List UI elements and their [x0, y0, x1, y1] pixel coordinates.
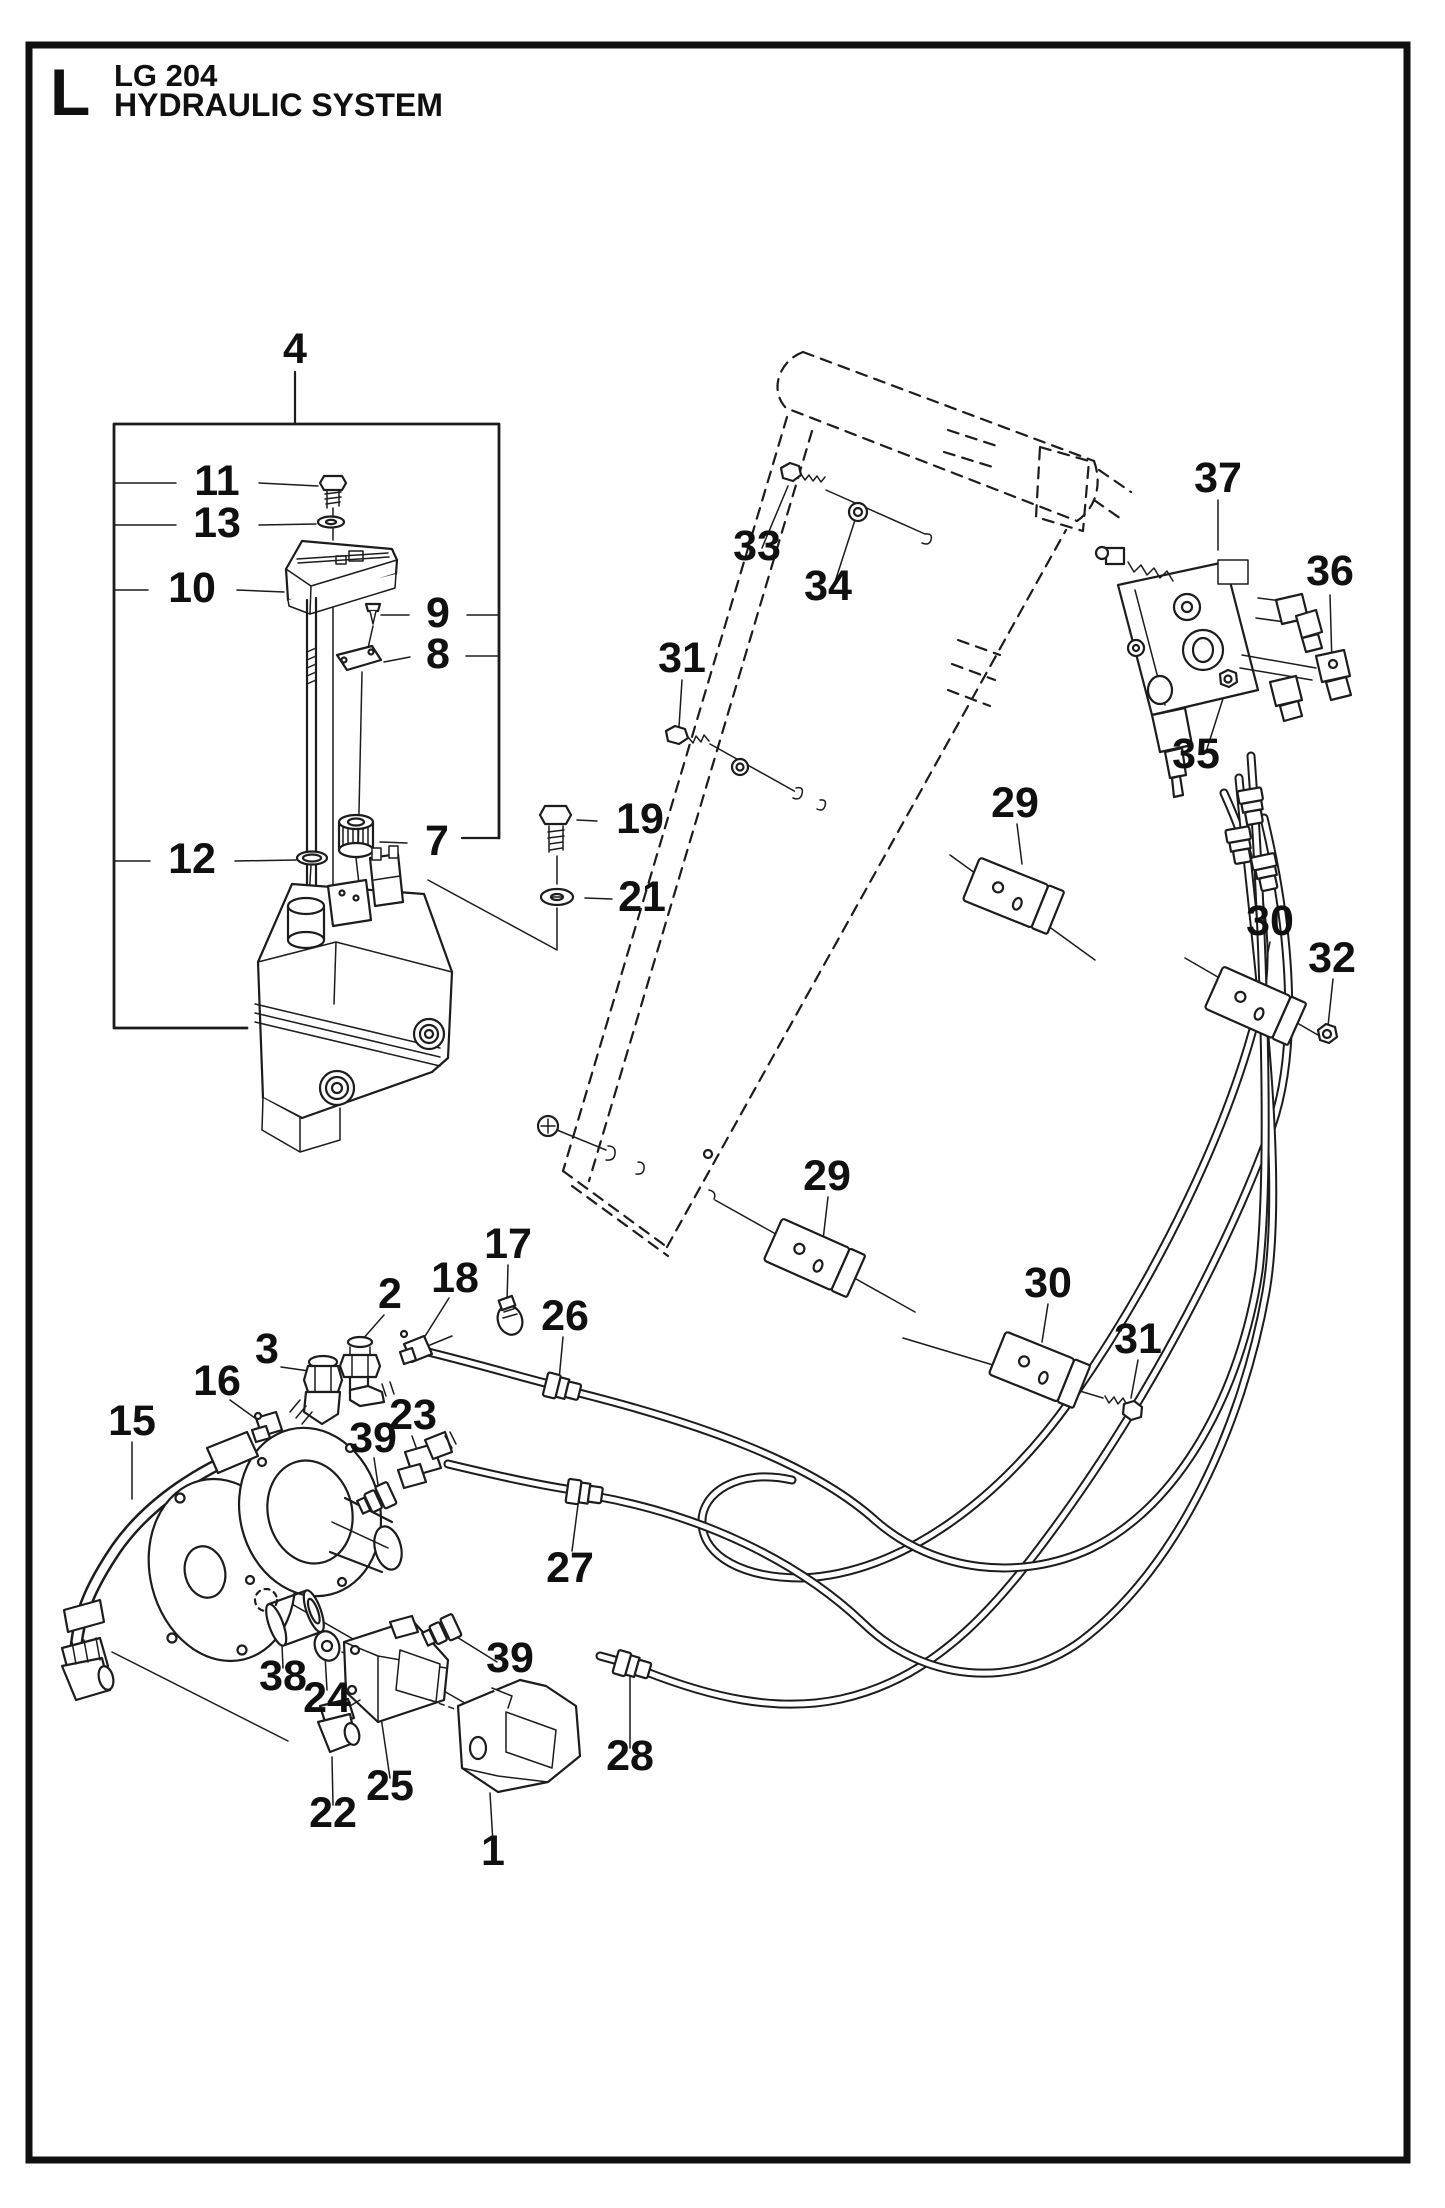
coupling-28	[611, 1648, 654, 1684]
lever-handle-10	[284, 539, 399, 615]
nut-32	[1316, 1022, 1339, 1045]
callout-label-28: 28	[606, 1732, 654, 1780]
callout-label-11: 11	[194, 457, 239, 505]
elbow-22	[316, 1697, 361, 1754]
leader-lines	[111, 482, 1334, 1844]
union-2	[338, 1335, 395, 1408]
hose-28	[595, 813, 1294, 1709]
filter-7	[337, 813, 375, 885]
valve-bracket	[1239, 597, 1317, 681]
panel-screw-and-clips	[536, 1114, 716, 1200]
tank-body	[254, 845, 454, 1153]
header: L LG 204 HYDRAULIC SYSTEM	[50, 55, 443, 129]
callout-label-15: 15	[108, 1397, 156, 1445]
callout-label-13: 13	[193, 499, 241, 547]
coupling-27	[564, 1477, 605, 1509]
callout-label-30: 30	[1024, 1259, 1072, 1307]
elbow-fitting-lower	[1268, 674, 1304, 723]
callout-label-29: 29	[803, 1152, 851, 1200]
callout-label-25: 25	[366, 1762, 414, 1810]
model-label: LG 204	[114, 58, 218, 93]
callout-label-3: 3	[255, 1325, 279, 1373]
pump-assembly	[60, 1426, 582, 1794]
hose-15-end	[60, 1430, 260, 1702]
lever-tank-assembly	[254, 474, 454, 1153]
callout-label-37: 37	[1194, 454, 1242, 502]
page-title: HYDRAULIC SYSTEM	[114, 87, 443, 123]
elbow-3	[289, 1354, 344, 1426]
bolt-11	[318, 474, 348, 509]
cover-1	[456, 1678, 582, 1794]
axis-25-to-1	[429, 1699, 475, 1717]
callout-label-33: 33	[733, 522, 781, 570]
callout-label-16: 16	[193, 1357, 241, 1405]
elbow-fitting-upper	[1274, 592, 1324, 654]
callout-label-7: 7	[425, 817, 449, 865]
callout-label-35: 35	[1172, 730, 1220, 778]
callout-label-10: 10	[168, 564, 216, 612]
callout-label-36: 36	[1306, 547, 1354, 595]
bolt-33	[779, 461, 803, 483]
pump-top-fittings	[250, 1294, 524, 1444]
clamp-29a	[961, 856, 1066, 936]
washer-21	[539, 887, 575, 907]
bolt-31b	[1104, 1395, 1144, 1422]
callout-label-1: 1	[481, 1827, 505, 1875]
callout-label-29: 29	[991, 779, 1039, 827]
callout-label-31: 31	[1114, 1315, 1162, 1363]
callout-label-38: 38	[259, 1652, 307, 1700]
valve-block-25	[342, 1614, 450, 1724]
clamp-16	[250, 1410, 284, 1444]
valve-spring	[1094, 545, 1174, 582]
bolt-19	[538, 804, 573, 853]
callout-label-26: 26	[541, 1292, 589, 1340]
callout-label-19: 19	[616, 795, 664, 843]
callout-label-8: 8	[426, 630, 450, 678]
bushing-38	[253, 1587, 325, 1647]
bolt-33-washer-34	[779, 461, 933, 545]
callout-label-21: 21	[618, 873, 666, 921]
callout-label-2: 2	[378, 1270, 402, 1318]
hose-27	[443, 773, 1278, 1678]
bolt-31a	[664, 724, 827, 811]
callout-layer: 4111310987121921333431373635293032293031…	[108, 325, 1356, 1875]
callout-label-24: 24	[303, 1674, 351, 1722]
hose-15-sleeve	[205, 1430, 260, 1475]
callout-label-27: 27	[546, 1544, 594, 1592]
nut-35	[1218, 668, 1239, 689]
coupling-26	[541, 1371, 584, 1406]
bolt-19-washer-21	[538, 804, 575, 907]
steering-column-panel-dashed	[561, 350, 1133, 1258]
screw-9	[364, 602, 382, 649]
callout-label-23: 23	[389, 1391, 437, 1439]
callout-label-32: 32	[1308, 934, 1356, 982]
clamp-18	[398, 1329, 453, 1366]
front-hub-flange	[237, 1426, 403, 1598]
hose-clamps	[762, 856, 1339, 1422]
elbow-fitting-36	[1314, 648, 1353, 702]
callout-label-34: 34	[804, 562, 852, 610]
callout-label-39: 39	[349, 1414, 397, 1462]
clamp-17	[496, 1294, 524, 1336]
washer-13	[316, 515, 346, 529]
callout-label-30: 30	[1246, 897, 1294, 945]
callout-label-22: 22	[309, 1789, 357, 1837]
o-ring-12	[295, 850, 329, 898]
page-border	[25, 41, 1411, 2164]
callout-label-17: 17	[484, 1220, 532, 1268]
clamp-30b	[987, 1330, 1092, 1410]
elbow-23	[396, 1430, 457, 1490]
group-4-box	[112, 370, 501, 1030]
callout-label-31: 31	[658, 634, 706, 682]
callout-label-4: 4	[283, 325, 307, 373]
washer-24	[313, 1630, 359, 1662]
steering-valve-37	[1094, 545, 1353, 799]
callout-label-39: 39	[486, 1634, 534, 1682]
callout-label-9: 9	[426, 589, 450, 637]
callout-label-12: 12	[168, 835, 216, 883]
clamp-29b	[762, 1217, 867, 1299]
callout-label-18: 18	[431, 1254, 479, 1302]
section-letter: L	[50, 55, 90, 129]
